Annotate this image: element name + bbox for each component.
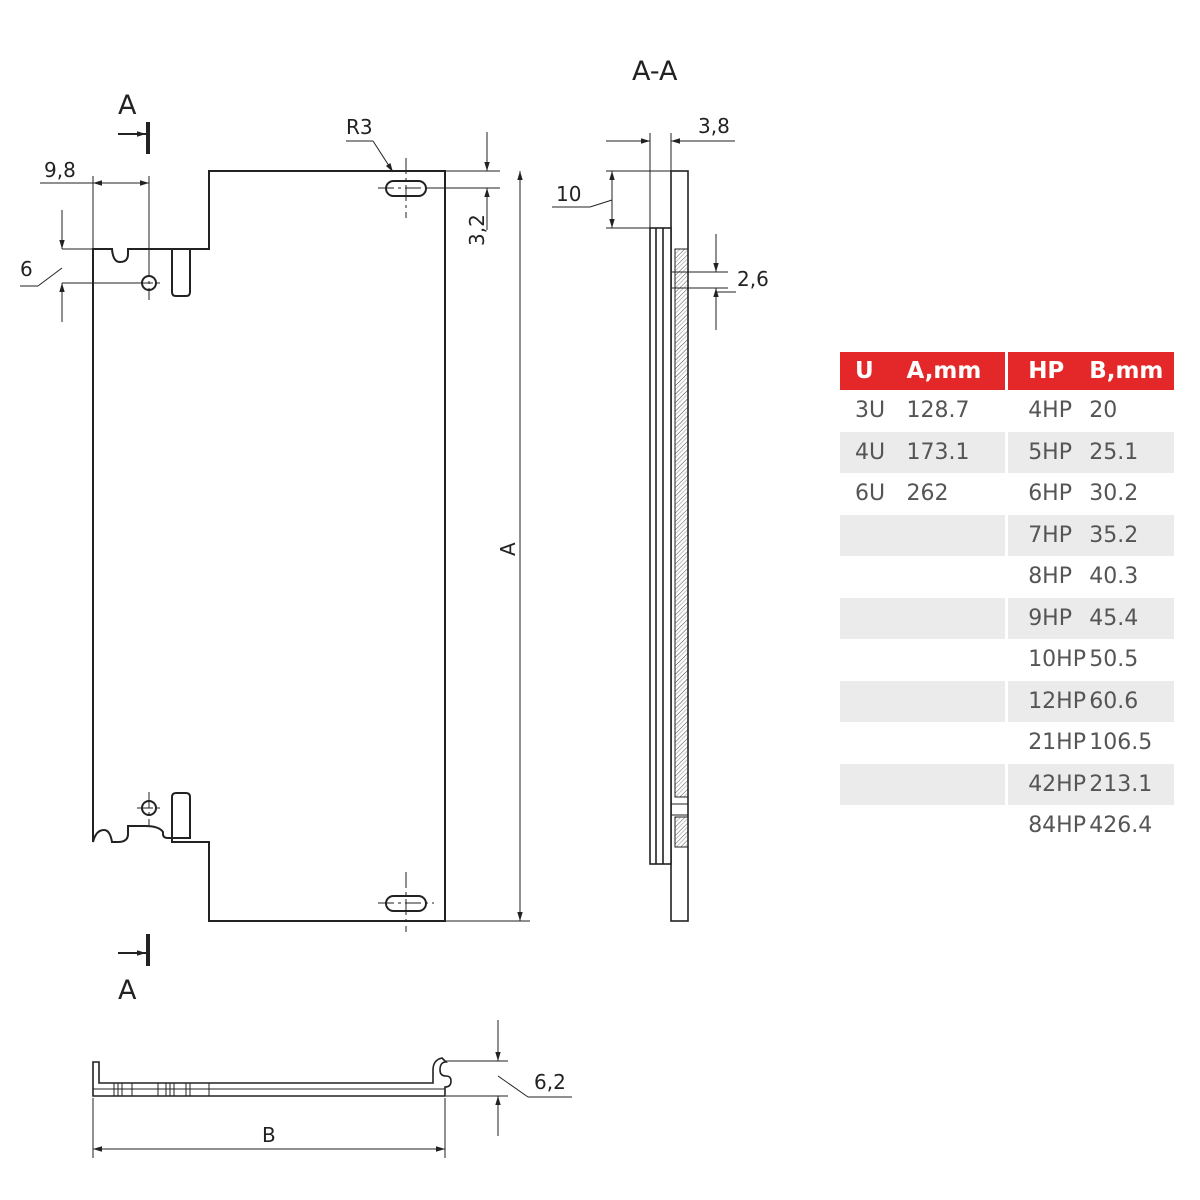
section-hatch-lower [674,816,689,848]
table-row: 84HP 426.4 [840,805,1174,847]
cell-hp: 10HP [1028,647,1086,673]
header-hp: HP [1006,352,1090,390]
dim-profile-height: 6,2 [534,1070,566,1094]
dim-flange-offset: 10 [556,182,581,206]
cell-hp: 42HP [1006,763,1090,805]
cell-hp: 8HP [1028,564,1072,590]
table-row: 42HP 213.1 [840,763,1174,805]
cell-a [906,514,1009,556]
section-hatch-upper [674,248,689,798]
panel-outline [92,170,446,922]
cell-b: 35.2 [1089,514,1174,556]
cell-u [840,597,907,639]
section-title: A-A [632,56,678,87]
cell-u: 4U [840,431,907,473]
cell-b: 60.6 [1089,680,1174,722]
table-row: 10HP 50.5 [840,639,1174,681]
dim-hole-gap: 2,6 [737,267,769,291]
cell-a [906,639,1009,681]
header-b: B,mm [1089,352,1174,390]
cell-b: 45.4 [1089,597,1174,639]
cell-hp: 4HP [1028,398,1072,424]
dim-notch-height: 6 [20,257,33,281]
cell-b: 20 [1089,398,1118,424]
profile-outline [92,1057,452,1097]
table-row: 8HP 40.3 [840,556,1174,598]
table-row: 4U 173.1 5HP 25.1 [840,431,1174,473]
header-u: U [840,352,907,390]
cell-b: 50.5 [1089,647,1139,673]
cell-u: 6U [855,481,886,507]
table-row: 3U 128.7 4HP 20 [840,390,1174,432]
table-row: 9HP 45.4 [840,597,1174,639]
table-row: 21HP 106.5 [840,722,1174,764]
cell-u [840,556,906,598]
cell-b: 213.1 [1089,763,1174,805]
cell-a [906,763,1009,805]
cell-hp: 9HP [1006,597,1090,639]
cell-hp: 12HP [1006,680,1090,722]
dim-thickness: 3,8 [698,114,730,138]
table-row: 6U 262 6HP 30.2 [840,473,1174,515]
cell-a: 262 [906,473,1009,515]
cell-a [906,805,1009,847]
cell-hp: 84HP [1028,813,1086,839]
cell-b: 30.2 [1089,481,1139,507]
size-table: U A,mm HP B,mm 3U 128.7 4HP 20 4U 173.1 … [840,352,1174,847]
cell-hp: 21HP [1028,730,1086,756]
cell-b: 426.4 [1089,813,1153,839]
table-row: 12HP 60.6 [840,680,1174,722]
cell-a: 128.7 [906,390,1009,432]
cell-a [906,597,1009,639]
cell-u [840,763,907,805]
dimension-lines-front [20,132,530,922]
cell-hp: 5HP [1006,431,1090,473]
dim-width: B [262,1123,276,1147]
cell-a [906,722,1009,764]
cell-u [840,722,906,764]
dimension-lines-profile [92,1020,572,1158]
profile-view [92,1057,452,1097]
cell-hp: 6HP [1028,481,1072,507]
cell-a [906,556,1009,598]
section-view [649,170,689,922]
section-cut-marker-top: A [118,90,150,154]
cut-label-top: A [118,90,137,121]
cell-u [840,680,907,722]
center-lines [137,158,434,932]
cell-u [840,805,906,847]
cell-u [840,514,907,556]
cell-a: 173.1 [906,431,1009,473]
dimension-lines-section [552,133,736,330]
cell-hp: 7HP [1006,514,1090,556]
dim-slot-radius: R3 [346,115,373,139]
cell-u [840,639,906,681]
header-a: A,mm [906,352,1009,390]
cell-b: 106.5 [1089,730,1153,756]
dim-height: A [496,542,520,556]
dim-notch-offset: 9,8 [44,158,76,182]
dim-slot-offset: 3,2 [465,214,489,246]
cell-b: 25.1 [1089,431,1174,473]
table-row: 7HP 35.2 [840,514,1174,556]
section-cut-marker-bottom: A [118,934,150,1006]
section-flange [649,227,672,865]
cell-u: 3U [855,398,886,424]
cell-b: 40.3 [1089,564,1139,590]
table-header: U A,mm HP B,mm [840,352,1174,390]
cut-label-bottom: A [118,975,137,1006]
cell-a [906,680,1009,722]
